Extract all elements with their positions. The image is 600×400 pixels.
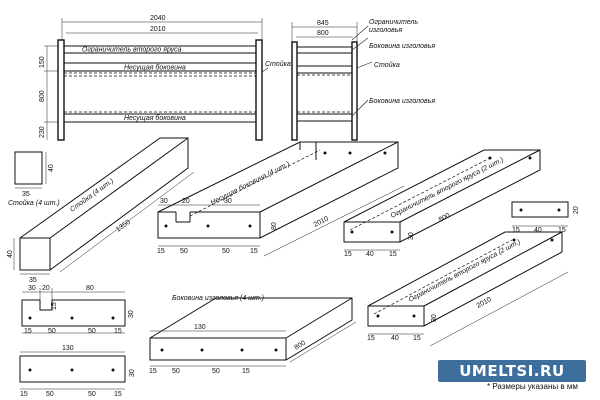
bed-side-view: 2040 2010 Ограничитель второго яруса Нес… xyxy=(39,15,291,141)
dim-230: 230 xyxy=(39,126,46,138)
dim-40-side: 40 xyxy=(48,164,55,172)
label-rail-top: Ограничитель второго яруса xyxy=(82,47,182,54)
sb-dim-20: 20 xyxy=(573,206,580,214)
notch-dim-15-b: 15 xyxy=(114,328,122,335)
bside-dim-2010: 2010 xyxy=(313,215,330,228)
flat-dim-15-a: 15 xyxy=(20,391,28,398)
lim2-dim-15-a: 15 xyxy=(367,335,375,342)
watermark-text: UMELTSI.RU xyxy=(459,362,565,380)
bearing-side-part: Несущая боковина (4 шт.) 30 20 30 80 201… xyxy=(157,141,405,257)
sb-dim-15-b: 15 xyxy=(558,227,566,234)
bside-dim-50-b: 50 xyxy=(222,248,230,255)
label-head-side-bottom: Боковина изголовья xyxy=(369,98,435,105)
bside-dim-50-a: 50 xyxy=(180,248,188,255)
label-post-count: Стойка (4 шт.) xyxy=(8,199,60,207)
lim-dim-15-a: 15 xyxy=(344,251,352,258)
notch-dim-80: 80 xyxy=(86,285,94,292)
lim2-dim-15-b: 15 xyxy=(413,335,421,342)
label-end-post: Стойка xyxy=(374,61,400,69)
bed-end-view: 845 800 Ограничитель изголовья Боковина … xyxy=(291,19,435,141)
flat-rect xyxy=(19,355,126,383)
bside-dim-15-b: 15 xyxy=(250,248,258,255)
flat-dim-30: 30 xyxy=(129,369,136,377)
flat-dim-50-a: 50 xyxy=(46,391,54,398)
label-side-upper: Несущая боковина xyxy=(124,64,186,72)
lim2-dim-40-a: 40 xyxy=(391,335,399,342)
flat-dim-50-b: 50 xyxy=(88,391,96,398)
label-limiter-2010: Ограничитель второго яруса (2 шт.) xyxy=(408,239,522,304)
limiter-part-2010: Ограничитель второго яруса (2 шт.) 2010 … xyxy=(367,231,569,347)
lim2-dim-2010: 2010 xyxy=(476,296,493,310)
hs-dim-15-a: 15 xyxy=(149,368,157,375)
side-upper xyxy=(63,62,257,72)
side-lower xyxy=(63,113,257,123)
hs-dim-130: 130 xyxy=(194,324,206,331)
flat-dim-15-b: 15 xyxy=(114,391,122,398)
bside-dim-30-b: 30 xyxy=(224,198,232,205)
dim-2010: 2010 xyxy=(150,26,166,33)
watermark-badge xyxy=(438,360,586,382)
head-side-bottom xyxy=(296,113,353,122)
post-cross-section xyxy=(14,151,43,185)
notch-detail: 30 20 80 15 30 15 50 50 15 xyxy=(21,285,135,335)
bside-dim-20: 20 xyxy=(182,198,190,205)
end-post-left xyxy=(291,41,298,141)
notch-dim-30: 30 xyxy=(28,285,36,292)
lim-dim-30: 30 xyxy=(408,232,415,240)
units-footnote: * Размеры указаны в мм xyxy=(487,382,578,391)
dim-35-front: 35 xyxy=(29,277,37,284)
hs-dim-50-a: 50 xyxy=(172,368,180,375)
hs-dim-15-b: 15 xyxy=(242,368,250,375)
notch-dim-15-a: 15 xyxy=(24,328,32,335)
sb-dim-15-a: 15 xyxy=(512,227,520,234)
bside-dim-15-a: 15 xyxy=(157,248,165,255)
dim-800: 800 xyxy=(39,90,46,102)
notch-dim-50-a: 50 xyxy=(48,328,56,335)
dim-2040: 2040 xyxy=(150,15,166,22)
hs-dim-50-b: 50 xyxy=(212,368,220,375)
dim-150: 150 xyxy=(39,56,46,68)
flat-detail: 130 30 15 50 50 15 xyxy=(19,345,136,398)
post-right xyxy=(255,39,263,141)
sb-dim-40: 40 xyxy=(534,227,542,234)
label-side-lower: Несущая боковина xyxy=(124,114,186,122)
dim-845: 845 xyxy=(317,20,329,27)
bside-dim-80: 80 xyxy=(271,222,278,230)
lim-dim-40-a: 40 xyxy=(366,251,374,258)
end-post-right xyxy=(351,41,358,141)
lim2-dim-30: 30 xyxy=(431,314,438,322)
flat-dim-130: 130 xyxy=(62,345,74,352)
rail-top xyxy=(63,45,257,54)
dim-40-front: 40 xyxy=(7,250,14,258)
post-left xyxy=(57,39,65,141)
label-head-limiter-1: Ограничитель xyxy=(369,19,418,26)
post-part: 40 35 Стойка (4 шт.) Стойка (4 шт.) 1350… xyxy=(7,137,195,284)
label-head-limiter-2: изголовья xyxy=(369,27,402,34)
dim-35-bottom: 35 xyxy=(22,191,30,198)
small-block-rect xyxy=(511,201,569,218)
head-side-top xyxy=(296,65,353,74)
notch-dim-15: 15 xyxy=(51,302,58,310)
lim-dim-15-b: 15 xyxy=(389,251,397,258)
notch-dim-30-side: 30 xyxy=(128,310,135,318)
bside-dim-30-a: 30 xyxy=(160,198,168,205)
lim-dim-800: 800 xyxy=(438,212,452,224)
head-limiter xyxy=(296,46,353,54)
label-post: Стойка xyxy=(265,60,291,68)
notch-dim-50-b: 50 xyxy=(88,328,96,335)
dim-1350: 1350 xyxy=(115,219,132,234)
notch-dim-20: 20 xyxy=(42,285,50,292)
small-block: 20 15 40 15 xyxy=(511,201,580,234)
head-side-part: Боковина изголовья (4 шт.) 130 800 15 50… xyxy=(149,295,357,375)
dim-800-end: 800 xyxy=(317,30,329,37)
hs-dim-800: 800 xyxy=(293,340,307,352)
label-limiter-800: Ограничитель второго яруса (2 шт.) xyxy=(390,157,505,220)
label-head-side-top: Боковина изголовья xyxy=(369,43,435,50)
